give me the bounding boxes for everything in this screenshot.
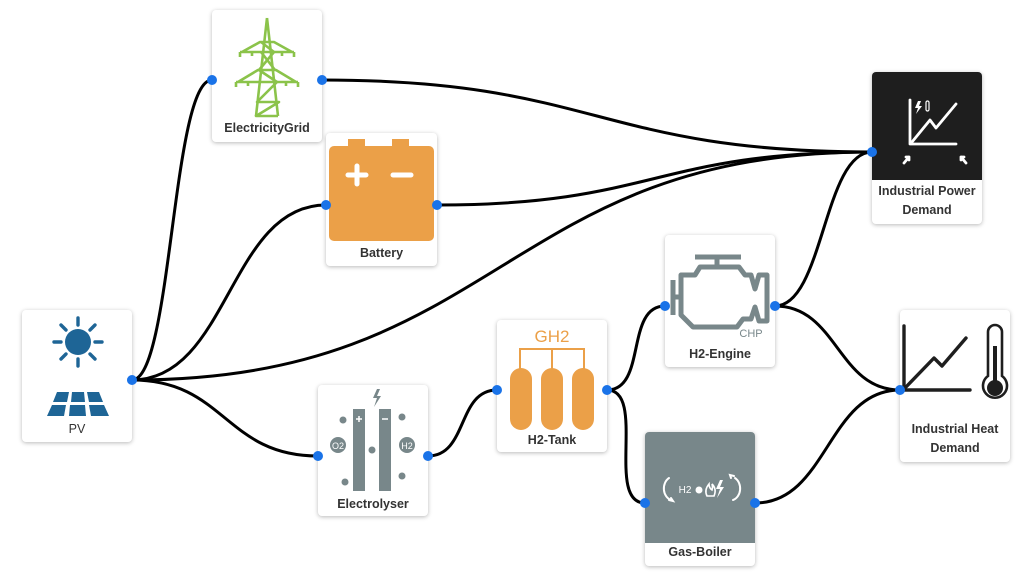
handle-pv-source[interactable]: [127, 375, 137, 385]
node-gas-boiler[interactable]: H2 Gas-Boiler: [645, 432, 755, 566]
node-battery[interactable]: Battery: [326, 133, 437, 266]
edge-pv-to-electrolyser[interactable]: [131, 378, 319, 458]
edge-h2-tank-to-h2-engine[interactable]: [606, 304, 666, 392]
handle-electricity-grid-source[interactable]: [317, 75, 327, 85]
handle-battery-target[interactable]: [321, 200, 331, 210]
gas-tanks-icon: GH2: [510, 327, 594, 430]
edge-gas-boiler-to-industrial-heat-demand[interactable]: [754, 388, 901, 505]
node-industrial-power-demand[interactable]: Industrial Power Demand: [872, 72, 982, 224]
engine-icon: CHP: [670, 254, 770, 340]
node-label: Gas-Boiler: [668, 545, 732, 559]
boiler-cycle-icon: H2: [645, 432, 755, 543]
h2-text: H2: [401, 441, 413, 451]
node-label: ElectricityGrid: [224, 121, 310, 135]
edge-h2-engine-to-industrial-heat-demand[interactable]: [774, 304, 901, 392]
handle-industrial-power-demand-target[interactable]: [867, 147, 877, 157]
sun-solar-panel-icon: [47, 316, 109, 416]
h2-text: H2: [679, 485, 692, 496]
edge-battery-to-industrial-power-demand[interactable]: [436, 150, 873, 207]
edge-h2-tank-to-gas-boiler[interactable]: [606, 388, 646, 505]
heat-demand-chart-icon: [902, 323, 1009, 399]
power-pylon-icon: [234, 17, 300, 118]
node-label: H2-Engine: [689, 347, 751, 361]
edge-h2-engine-to-industrial-power-demand[interactable]: [774, 150, 873, 308]
handle-h2-tank-source[interactable]: [602, 385, 612, 395]
node-pv[interactable]: PV: [22, 310, 132, 442]
node-label: PV: [68, 422, 86, 436]
node-label: Electrolyser: [337, 497, 409, 511]
chp-text: CHP: [739, 328, 762, 340]
battery-icon: [329, 139, 434, 241]
node-electrolyser[interactable]: O2 H2 Electrolyser: [318, 385, 428, 516]
handle-electrolyser-target[interactable]: [313, 451, 323, 461]
gh2-text: GH2: [535, 327, 570, 346]
handle-electricity-grid-target[interactable]: [207, 75, 217, 85]
handle-gas-boiler-target[interactable]: [640, 498, 650, 508]
node-h2-tank[interactable]: GH2 H2-Tank: [497, 320, 607, 452]
handle-h2-engine-source[interactable]: [770, 301, 780, 311]
edge-pv-to-battery[interactable]: [131, 203, 327, 382]
node-label: Industrial Power Demand: [878, 184, 976, 217]
node-label: Battery: [359, 246, 404, 260]
electrolyser-icon: O2 H2: [330, 389, 415, 491]
handle-battery-source[interactable]: [432, 200, 442, 210]
edge-pv-to-electricity-grid[interactable]: [131, 78, 213, 382]
handle-h2-tank-target[interactable]: [492, 385, 502, 395]
handle-industrial-heat-demand-target[interactable]: [895, 385, 905, 395]
node-h2-engine[interactable]: CHP H2-Engine: [665, 235, 775, 367]
node-label: H2-Tank: [527, 433, 577, 447]
node-electricity-grid[interactable]: ElectricityGrid: [212, 10, 322, 142]
node-industrial-heat-demand[interactable]: Industrial Heat Demand: [900, 310, 1010, 462]
node-label: Industrial Heat Demand: [911, 422, 999, 455]
handle-h2-engine-target[interactable]: [660, 301, 670, 311]
power-demand-chart-icon: [872, 72, 982, 180]
handle-gas-boiler-source[interactable]: [750, 498, 760, 508]
handle-electrolyser-source[interactable]: [423, 451, 433, 461]
edge-electrolyser-to-h2-tank[interactable]: [427, 388, 498, 458]
o2-text: O2: [332, 441, 344, 451]
